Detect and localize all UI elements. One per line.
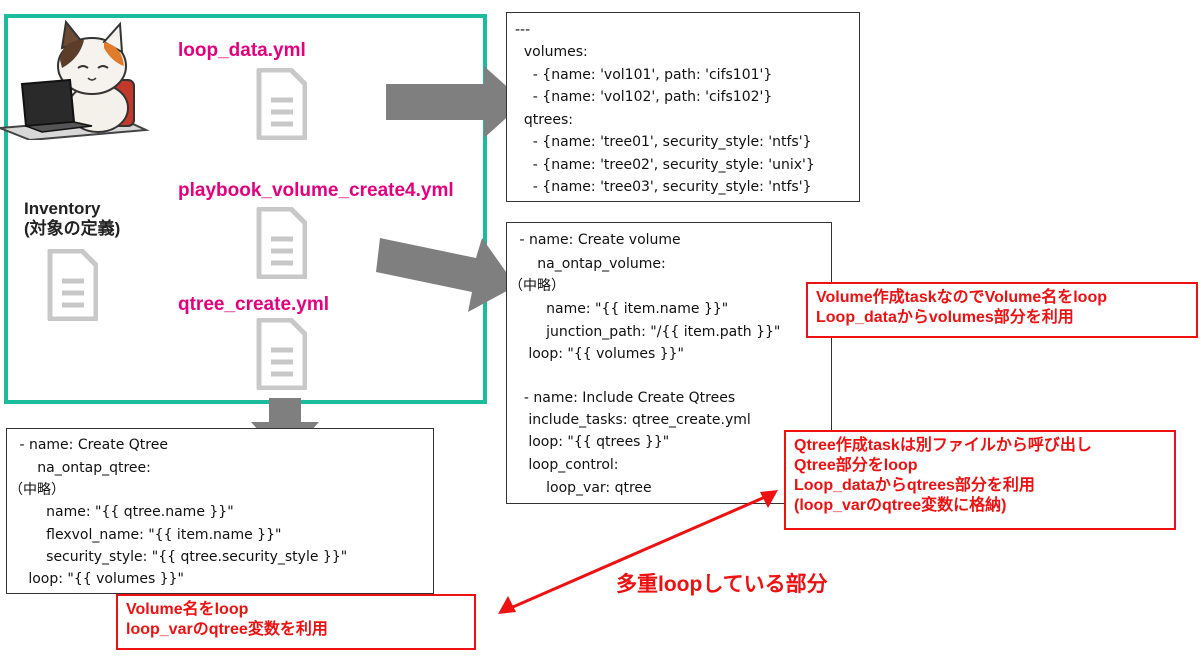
cat-with-laptop-illustration [0,19,150,140]
inventory-document-icon [47,249,98,321]
code-line: - {name: 'vol101', path: 'cifs101'} [515,67,773,83]
loop-data-code-box: --- volumes: - {name: 'vol101', path: 'c… [506,12,860,202]
inventory-label-line2: (対象の定義) [24,219,121,238]
code-line: qtrees: [515,112,573,128]
qtree-loop-note: Qtree作成taskは別ファイルから呼び出し Qtree部分をloop Loo… [784,430,1176,530]
code-line: security_style: "{{ qtree.security_style… [15,549,348,565]
files-frame [4,14,487,404]
note-line: Qtree作成taskは別ファイルから呼び出し [794,437,1092,454]
note-line: loop_varのqtree変数を利用 [126,621,328,638]
playbook-filename: playbook_volume_create4.yml [178,180,454,201]
playbook-code-box: - name: Create volume na_ontap_volume: （… [506,222,832,504]
code-line: - name: Create volume [515,232,681,248]
note-line: Loop_dataからvolumes部分を利用 [816,309,1074,326]
code-line: --- [515,22,531,38]
code-line: - name: Create Qtree [15,437,168,453]
code-line: loop: "{{ qtrees }}" [515,434,670,450]
volume-loop-note: Volume作成taskなのでVolume名をloop Loop_dataからv… [806,282,1198,338]
code-line: loop_var: qtree [515,480,652,496]
code-line: junction_path: "/{{ item.path }}" [515,324,781,340]
note-line: Volume名をloop [126,601,249,618]
code-line: - {name: 'tree03', security_style: 'ntfs… [515,179,812,195]
multi-loop-double-arrow-icon [498,490,778,614]
loop-data-document-icon [256,68,307,140]
code-line: - name: Include Create Qtrees [515,390,736,406]
code-line: loop: "{{ volumes }}" [515,346,684,362]
note-line: (loop_varのqtree変数に格納) [794,497,1007,514]
multi-loop-label: 多重loopしている部分 [616,573,828,596]
code-line: name: "{{ item.name }}" [515,301,729,317]
note-line: Loop_dataからqtrees部分を利用 [794,477,1035,494]
inventory-label: Inventory (対象の定義) [24,199,120,239]
code-line: flexvol_name: "{{ item.name }}" [15,527,282,543]
code-line: - {name: 'tree01', security_style: 'ntfs… [515,134,812,150]
code-line: （中略） [509,278,565,294]
code-line: loop: "{{ volumes }}" [15,571,184,587]
qtree-create-filename: qtree_create.yml [178,294,330,315]
inventory-label-line1: Inventory [24,199,101,218]
note-line: Volume作成taskなのでVolume名をloop [816,289,1107,306]
code-line: volumes: [515,44,588,60]
code-line: na_ontap_volume: [515,256,666,272]
playbook-document-icon [256,207,307,279]
qtree-code-box: - name: Create Qtree na_ontap_qtree: （中略… [6,428,434,594]
loop-data-filename: loop_data.yml [178,40,306,61]
code-line: - {name: 'tree02', security_style: 'unix… [515,157,815,173]
code-line: loop_control: [515,457,619,473]
note-line: Qtree部分をloop [794,457,918,474]
qtree-create-document-icon [256,318,307,390]
code-line: - {name: 'vol102', path: 'cifs102'} [515,89,773,105]
code-line: （中略） [9,482,65,498]
arrow-to-playbook-icon [376,238,516,312]
code-line: include_tasks: qtree_create.yml [515,412,751,428]
arrow-to-loop-data-icon [386,66,524,138]
code-line: na_ontap_qtree: [15,460,151,476]
code-line: name: "{{ qtree.name }}" [15,504,234,520]
bottom-loop-note: Volume名をloop loop_varのqtree変数を利用 [116,594,476,650]
